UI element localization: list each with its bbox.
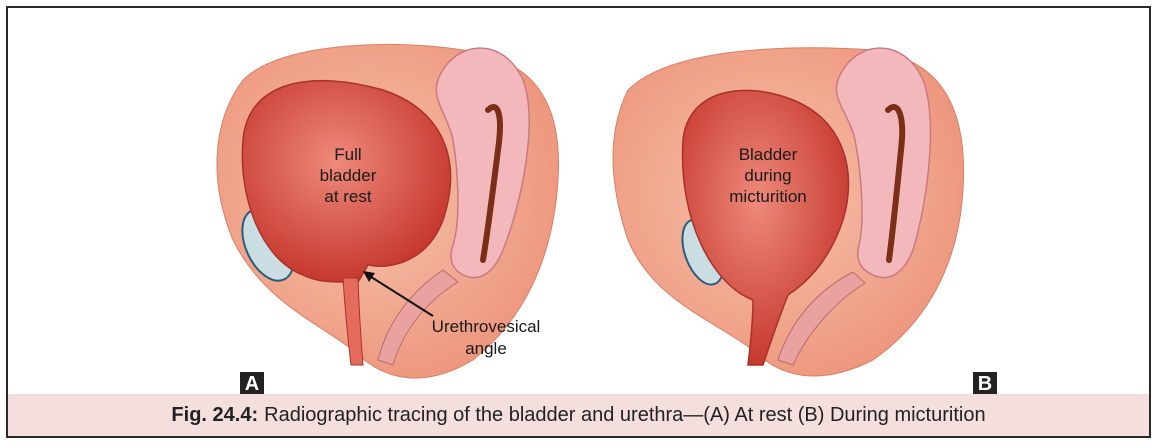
bladder-label-line1: Bladder bbox=[739, 145, 798, 164]
panel-b-drawing: Bladder during micturition bbox=[603, 20, 983, 380]
figure-caption: Fig. 24.4: Radiographic tracing of the b… bbox=[8, 394, 1149, 436]
figure-frame: Full bladder at rest Urethrovesical angl… bbox=[6, 6, 1151, 438]
panel-b-illustration: Bladder during micturition bbox=[603, 20, 983, 380]
panel-a-drawing: Full bladder at rest Urethrovesical angl… bbox=[203, 20, 583, 380]
bladder-label-line2: during bbox=[744, 166, 791, 185]
figure-caption-text: Radiographic tracing of the bladder and … bbox=[264, 404, 985, 427]
panel-b-letter-badge: B bbox=[973, 372, 997, 396]
panel-a-letter-badge: A bbox=[240, 372, 264, 396]
bladder-label-line3: micturition bbox=[729, 187, 806, 206]
figure-number: Fig. 24.4: bbox=[171, 404, 258, 427]
bladder-label-line3: at rest bbox=[324, 187, 372, 206]
angle-label-line2: angle bbox=[465, 339, 507, 358]
panel-a-illustration: Full bladder at rest Urethrovesical angl… bbox=[203, 20, 583, 380]
angle-label-line1: Urethrovesical bbox=[432, 317, 541, 336]
bladder-label-line2: bladder bbox=[320, 166, 377, 185]
bladder-label-line1: Full bbox=[334, 145, 361, 164]
